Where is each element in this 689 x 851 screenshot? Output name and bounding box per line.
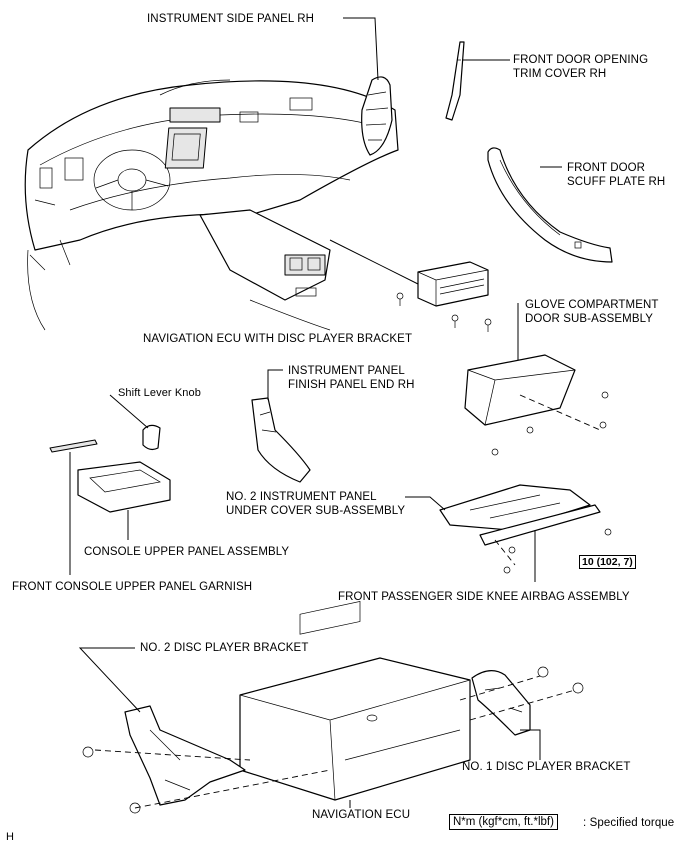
- console-garnish-part: [49, 439, 98, 453]
- bracket-no1-part: [471, 670, 531, 736]
- label-finish-panel-line2: FINISH PANEL END RH: [288, 379, 415, 391]
- shift-knob-part: [142, 424, 161, 451]
- nav-ecu-with-bracket-part: [396, 261, 492, 332]
- label-glove-line1: GLOVE COMPARTMENT: [525, 299, 659, 311]
- finish-panel-end-part: [251, 397, 311, 483]
- fastener-lines: [82, 666, 584, 814]
- glove-compartment-part: [464, 354, 609, 456]
- label-scuff-line2: SCUFF PLATE RH: [567, 176, 666, 188]
- label-under-cover-line1: NO. 2 INSTRUMENT PANEL: [226, 491, 377, 503]
- label-knee-airbag: FRONT PASSENGER SIDE KNEE AIRBAG ASSEMBL…: [338, 591, 630, 603]
- label-under-cover-line2: UNDER COVER SUB-ASSEMBLY: [226, 505, 406, 517]
- navigation-ecu-part: [239, 601, 471, 801]
- page-code: H: [6, 831, 15, 843]
- label-door-trim-line2: TRIM COVER RH: [513, 68, 607, 80]
- door-scuff-plate-part: [487, 147, 613, 263]
- console-upper-panel-part: [77, 461, 171, 513]
- label-bracket-no1: NO. 1 DISC PLAYER BRACKET: [462, 761, 631, 773]
- label-bracket-no2: NO. 2 DISC PLAYER BRACKET: [140, 642, 309, 654]
- torque-legend-box: N*m (kgf*cm, ft.*lbf): [449, 814, 558, 830]
- label-instrument-side-panel: INSTRUMENT SIDE PANEL RH: [147, 13, 315, 25]
- label-nav-ecu-bracket: NAVIGATION ECU WITH DISC PLAYER BRACKET: [143, 333, 413, 345]
- label-glove-line2: DOOR SUB-ASSEMBLY: [525, 313, 654, 325]
- label-shift-knob: Shift Lever Knob: [118, 387, 201, 399]
- door-opening-trim-part: [445, 41, 465, 121]
- torque-spec-badge: 10 (102, 7): [579, 555, 636, 569]
- torque-legend-text: : Specified torque: [583, 817, 675, 829]
- dashboard-illustration: [24, 79, 399, 331]
- knee-airbag-part: [479, 504, 612, 574]
- label-door-trim-line1: FRONT DOOR OPENING: [513, 54, 649, 66]
- label-nav-ecu: NAVIGATION ECU: [312, 809, 411, 821]
- label-scuff-line1: FRONT DOOR: [567, 162, 646, 174]
- label-console-garnish: FRONT CONSOLE UPPER PANEL GARNISH: [12, 581, 253, 593]
- instrument-side-panel-part: [361, 76, 393, 156]
- label-console-upper: CONSOLE UPPER PANEL ASSEMBLY: [84, 546, 290, 558]
- under-cover-part: [439, 484, 591, 531]
- label-finish-panel-line1: INSTRUMENT PANEL: [288, 365, 405, 377]
